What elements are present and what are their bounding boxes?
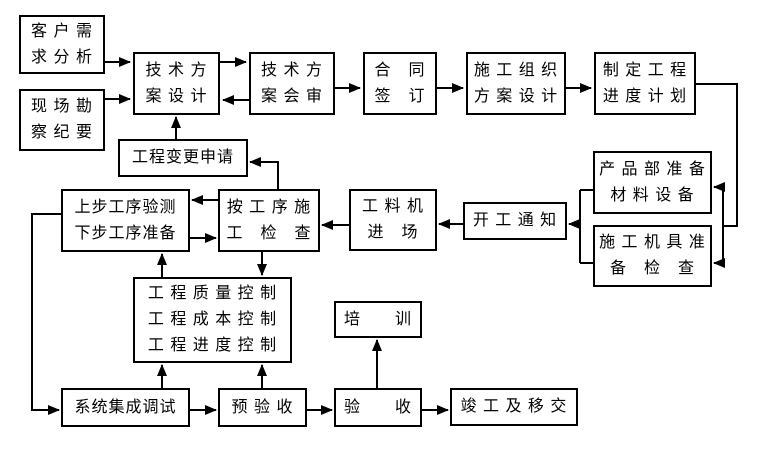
box-site-survey-line: 察 纪 要 [31, 124, 93, 141]
box-product-dept-prep-line: 产 品 部 准 备 [599, 160, 706, 178]
box-change-request: 工程变更申请 [118, 139, 248, 177]
box-contract-signing-line: 签 订 [374, 87, 426, 105]
box-schedule-plan-line: 进 度 计 划 [602, 87, 688, 105]
box-process-check: 按 工 序 施 工 检 查 [218, 189, 320, 252]
box-materials-entry: 工 料 机 进 场 [349, 189, 437, 251]
box-customer-needs: 客 户 需 求 分 析 [19, 15, 105, 74]
box-process-check-line: 工 检 查 [226, 224, 312, 242]
box-project-controls-line: 工 程 进 度 控 制 [147, 337, 278, 354]
box-project-controls: 工 程 质 量 控 制 工 程 成 本 控 制 工 程 进 度 控 制 [133, 277, 292, 363]
box-construction-org-design-line: 施 工 组 织 [473, 61, 559, 79]
box-tech-review-line: 技 术 方 [261, 61, 323, 79]
box-tech-review-line: 案 会 审 [261, 87, 323, 105]
box-contract-signing-line: 合 同 [374, 61, 426, 79]
box-training: 培 训 [334, 301, 422, 338]
box-start-notice: 开 工 通 知 [463, 202, 567, 240]
box-machinery-prep-line: 施 工 机 具 准 [599, 234, 706, 251]
box-schedule-plan-line: 制 定 工 程 [602, 61, 688, 79]
box-tech-design-line: 案 设 计 [145, 87, 208, 105]
box-project-controls-line: 工 程 质 量 控 制 [147, 285, 278, 302]
box-construction-org-design-line: 方 案 设 计 [473, 87, 559, 105]
box-tech-design: 技 术 方 案 设 计 [133, 52, 220, 115]
box-process-verify-prepare-line: 下步工序准备 [74, 224, 177, 242]
box-system-integration-debug: 系统集成调试 [61, 388, 190, 427]
box-machinery-prep-line: 备 检 查 [609, 260, 695, 277]
box-schedule-plan: 制 定 工 程 进 度 计 划 [594, 52, 696, 115]
edge-process-check-to-change-request [249, 157, 279, 189]
edge-schedule-trunk [695, 83, 738, 227]
box-pre-acceptance-line: 预 验 收 [231, 398, 294, 416]
box-product-dept-prep-line: 材 料 设 备 [610, 186, 695, 204]
box-acceptance: 验 收 [334, 388, 422, 427]
box-process-check-line: 按 工 序 施 [226, 198, 312, 216]
box-materials-entry-line: 进 场 [367, 224, 419, 241]
box-tech-design-line: 技 术 方 [145, 61, 208, 79]
box-product-dept-prep: 产 品 部 准 备 材 料 设 备 [593, 151, 712, 214]
box-start-notice-line: 开 工 通 知 [472, 212, 558, 229]
box-customer-needs-line: 求 分 析 [31, 48, 93, 66]
box-site-survey: 现 场 勘 察 纪 要 [19, 89, 105, 151]
box-process-verify-prepare: 上步工序验测 下步工序准备 [61, 189, 190, 252]
box-change-request-line: 工程变更申请 [131, 149, 234, 166]
edge-verify-prepare-to-system-debug [31, 213, 61, 415]
box-site-survey-line: 现 场 勘 [31, 98, 93, 115]
box-process-verify-prepare-line: 上步工序验测 [74, 198, 177, 216]
box-tech-review: 技 术 方 案 会 审 [249, 52, 335, 115]
box-construction-org-design: 施 工 组 织 方 案 设 计 [466, 52, 566, 115]
box-handover: 竣 工 及 移 交 [450, 388, 578, 426]
box-customer-needs-line: 客 户 需 [31, 22, 93, 40]
box-system-integration-debug-line: 系统集成调试 [74, 398, 177, 416]
box-machinery-prep: 施 工 机 具 准 备 检 查 [593, 225, 712, 287]
box-project-controls-line: 工 程 成 本 控 制 [147, 311, 278, 328]
box-pre-acceptance: 预 验 收 [218, 388, 307, 427]
box-contract-signing: 合 同 签 订 [363, 52, 437, 115]
box-handover-line: 竣 工 及 移 交 [460, 398, 568, 415]
box-materials-entry-line: 工 料 机 [362, 198, 424, 215]
box-training-line: 培 训 [343, 310, 412, 328]
box-acceptance-line: 验 收 [343, 398, 412, 416]
